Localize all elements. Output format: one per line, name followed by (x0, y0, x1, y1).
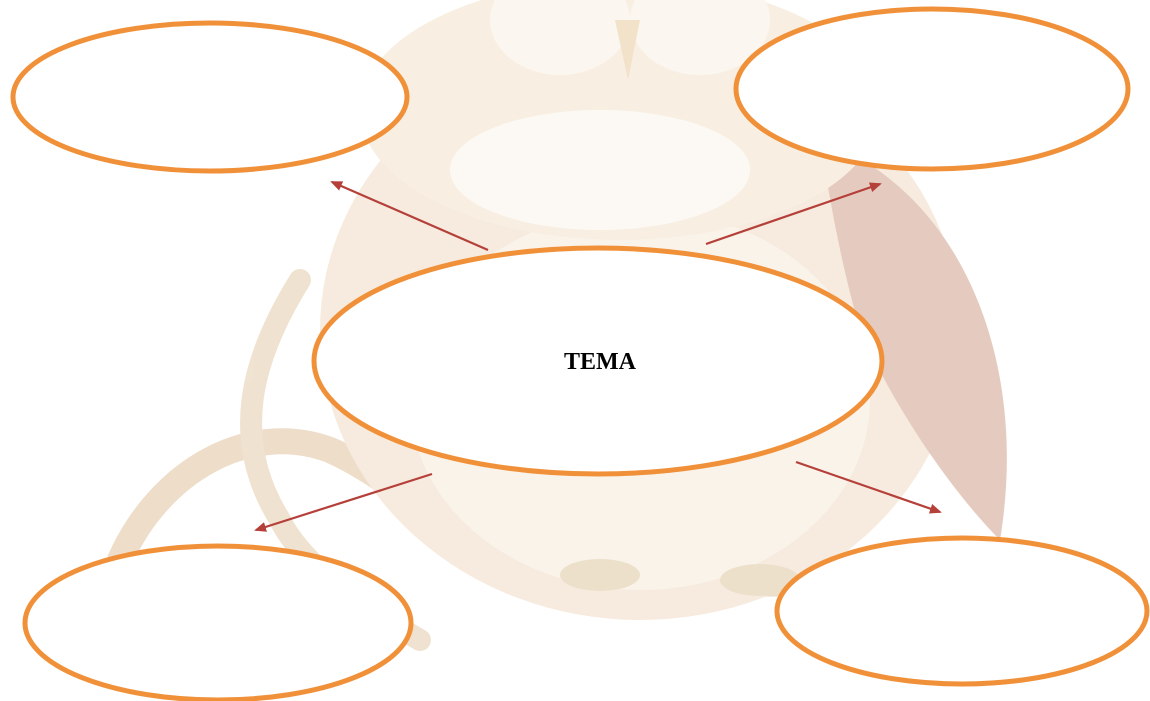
connector-arrows (254, 180, 942, 532)
center-label: TEMA (564, 349, 637, 375)
center-node: TEMA (311, 245, 885, 477)
satellite-ellipse-bottom-right (774, 535, 1150, 687)
center-ellipse (311, 245, 885, 477)
satellite-ellipse-bottom-left (22, 543, 414, 701)
arrow-to-top-left (330, 180, 489, 252)
satellite-ellipse-top-left (10, 20, 410, 174)
satellite-ellipse-top-right (733, 6, 1131, 172)
arrow-to-bottom-left (254, 472, 433, 532)
satellite-ellipses (10, 6, 1150, 701)
arrow-to-top-right (705, 182, 882, 246)
arrow-to-bottom-right (795, 460, 942, 514)
